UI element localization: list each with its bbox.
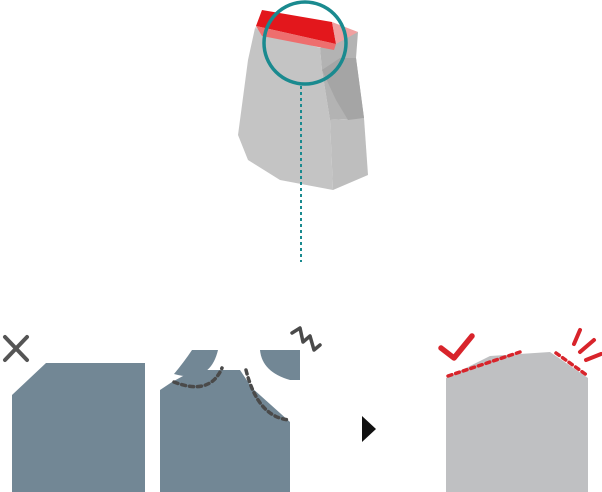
chip-fragment-right <box>260 350 300 380</box>
next-triangle-right-icon <box>362 416 376 442</box>
chipped-edge-block <box>160 370 290 492</box>
cutting-edge-red <box>256 10 336 44</box>
chip-outline-left <box>172 366 224 389</box>
sharp-edge-block <box>12 363 145 492</box>
honed-edge-line-right <box>554 351 590 378</box>
honed-edge-block <box>446 352 588 492</box>
tool-side-face-lower <box>330 118 368 190</box>
chip-outline-right <box>244 368 292 422</box>
honed-edge-line-left <box>446 350 522 378</box>
tool-front-face <box>238 28 333 190</box>
cutting-tool <box>238 10 368 190</box>
chipping-lightning-icon <box>290 326 322 352</box>
cutting-edge-highlight <box>256 26 336 50</box>
good-check-icon <box>438 333 475 361</box>
bad-cross-icon <box>3 335 29 362</box>
sparkle-icon <box>572 328 602 362</box>
magnifier-circle <box>262 0 348 86</box>
chip-fragment-left <box>174 350 218 377</box>
